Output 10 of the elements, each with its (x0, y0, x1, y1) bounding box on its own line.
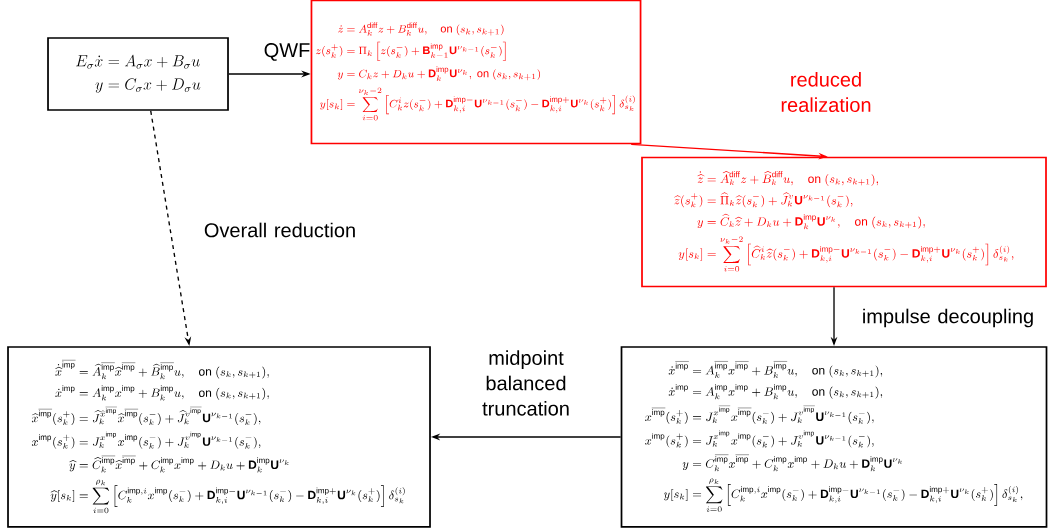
edge-label: midpoint balanced truncation (482, 350, 569, 416)
equation-box: $\begin{aligned} \dot{\widehat x}^{\overline{\mathrm{imp}}} &= \widehat A_k^{\overline{\mathrm{imp}}} \widehat x^{\overline{\mathrm{imp}}} + \widehat B_k^{\overline{\mathrm{imp}}} u, \quad \mathrm{on}\ (s_k, s_{k+1}),\\ \dot x^{\mathrm{imp}} &= A_k^{\mathrm{imp}} x^{\mathrm{imp}} + B_k^{\mathrm{imp}} u, \quad \mathrm{on}\ (s_k, s_{k+1}),\\ \widehat x^{\overline{\mathrm{imp}}}(s_k^+) &= \widehat J_k^{\widehat x^{\overline{\mathrm{imp}}}} \widehat x^{\overline{\mathrm{imp}}}(s_k^-) + \widehat J_k^{v^{\overline{\mathrm{imp}}}} \mathbf{U}^{\nu_{k-1}}(s_k^-),\\ x^{\mathrm{imp}}(s_k^+) &= J_k^{x^{\mathrm{imp}}} x^{\mathrm{imp}}(s_k^-) + J_k^{v^{\mathrm{imp}}} \mathbf{U}^{\nu_{k-1}}(s_k^-),\\ \widehat y &= \widehat C_k^{\overline{\mathrm{imp}}} \widehat x^{\overline{\mathrm{imp}}} + C_k^{\mathrm{imp}} x^{\mathrm{imp}} + D_k u + \mathbf{D}_k^{\mathrm{imp}} \mathbf{U}^{\nu_k}\\ \widehat y[s_k] &= \sum_{i=0}^{\rho_k} \left[ C_k^{\mathrm{imp},i} x^{\mathrm{imp}}(s_k^-) + \mathbf{D}_{k,i}^{\mathrm{imp}-} \mathbf{U}^{\nu_{k-1}}(s_k^-) - \mathbf{D}_{k,i}^{\mathrm{imp}+} \mathbf{U}^{\nu_k}(s_k^+) \right] \delta_{s_k}^{(i)} \end{aligned}$ (7, 346, 431, 528)
edge-label: impulse decoupling (863, 308, 1033, 328)
edge-label: reduced realization (781, 72, 871, 112)
equation-box: $\begin{aligned} \dot x^{\overline{\mathrm{imp}}} &= A_k^{\overline{\mathrm{imp}}} x^{\overline{\mathrm{imp}}} + B_k^{\overline{\mathrm{imp}}} u, \quad \mathrm{on}\ (s_k, s_{k+1}),\\ \dot x^{\mathrm{imp}} &= A_k^{\mathrm{imp}} x^{\mathrm{imp}} + B_k^{\mathrm{imp}} u, \quad \mathrm{on}\ (s_k, s_{k+1}),\\ x^{\overline{\mathrm{imp}}}(s_k^+) &= J_k^{x^{\overline{\mathrm{imp}}}} x^{\overline{\mathrm{imp}}}(s_k^-) + J_k^{v^{\overline{\mathrm{imp}}}} \mathbf{U}^{\nu_{k-1}}(s_k^-),\\ x^{\mathrm{imp}}(s_k^+) &= J_k^{x^{\mathrm{imp}}} x^{\mathrm{imp}}(s_k^-) + J_k^{v^{\mathrm{imp}}} \mathbf{U}^{\nu_{k-1}}(s_k^-),\\ y &= C_k^{\overline{\mathrm{imp}}} x^{\overline{\mathrm{imp}}} + C_k^{\mathrm{imp}} x^{\mathrm{imp}} + D_k u + \mathbf{D}_k^{\mathrm{imp}} \mathbf{U}^{\nu_k}\\ y[s_k] &= \sum_{i=0}^{\rho_k} \left[ C_k^{\mathrm{imp},i} x^{\mathrm{imp}}(s_k^-) + \mathbf{D}_{k,i}^{\mathrm{imp}-} \mathbf{U}^{\nu_{k-1}}(s_k^-) - \mathbf{D}_{k,i}^{\mathrm{imp}+} \mathbf{U}^{\nu_k}(s_k^+) \right] \delta_{s_k}^{(i)}, \end{aligned}$ (620, 346, 1048, 528)
edge-label: QWF (264, 43, 310, 61)
equation-box: $\begin{aligned} E_\sigma \dot x &= A_\sigma x + B_\sigma u\\ y &= C_\sigma x + D_\sigma u \end{aligned}$ (47, 37, 229, 111)
equation-box: $\begin{aligned} \dot z &= A_k^{\mathrm{diff}} z + B_k^{\mathrm{diff}} u, \quad \mathrm{on}\ (s_k, s_{k+1})\\ z(s_k^+) &= \Pi_k \left[ z(s_k^-) + \mathbf{B}_{k-1}^{\mathrm{imp}} \mathbf{U}^{\nu_{k-1}}(s_k^-) \right]\\ y &= C_k z + D_k u + \mathbf{D}_k^{\mathrm{imp}} \mathbf{U}^{\nu_k},\ \mathrm{on}\ (s_k, s_{k+1})\\ y[s_k] &= \sum_{i=0}^{\nu_k-2} \left[ C_k^i z(s_k^-) + \mathbf{D}_{k,i}^{\mathrm{imp}-} \mathbf{U}^{\nu_{k-1}}(s_k^-) - \mathbf{D}_{k,i}^{\mathrm{imp}+} \mathbf{U}^{\nu_k}(s_k^+) \right] \delta_{s_k}^{(i)} \end{aligned}$ (310, 0, 642, 145)
equation-box: $\begin{aligned} \dot{\widehat z} &= \widehat A_k^{\mathrm{diff}} z + \widehat B_k^{\mathrm{diff}} u, \quad \mathrm{on}\ (s_k, s_{k+1}),\\ \widehat z(s_k^+) &= \widehat\Pi_k \widehat z(s_k^-) + \widehat J_k^{v} \mathbf{U}^{\nu_{k-1}}(s_k^-),\\ y &= \widehat C_k \widehat z + D_k u + \mathbf{D}_k^{\mathrm{imp}} \mathbf{U}^{\nu_k}, \quad \mathrm{on}\ (s_k, s_{k+1}),\\ y[s_k] &= \sum_{i=0}^{\nu_k-2} \left[ \widehat C_k^i \widehat z(s_k^-) + \mathbf{D}_{k,i}^{\mathrm{imp}-} \mathbf{U}^{\nu_{k-1}}(s_k^-) - \mathbf{D}_{k,i}^{\mathrm{imp}+} \mathbf{U}^{\nu_k}(s_k^+) \right] \delta_{s_k}^{(i)}, \end{aligned}$ (641, 156, 1047, 288)
edge-label: Overall reduction (204, 222, 355, 238)
